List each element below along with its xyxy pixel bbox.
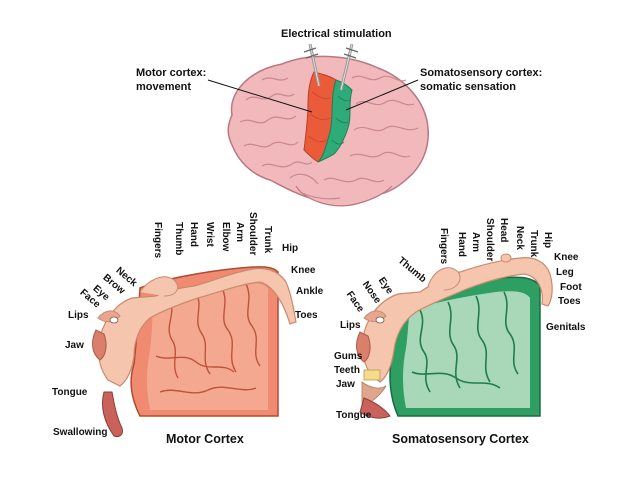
motor-label-ankle: Ankle [296, 286, 324, 297]
somato-label-fingers: Fingers [438, 228, 449, 265]
somatosensory-cortex-callout-line1: Somatosensory cortex: [420, 67, 543, 79]
somato-label-gums: Gums [334, 351, 363, 362]
somato-label-genitals: Genitals [546, 322, 586, 333]
somato-label-foot: Foot [560, 282, 582, 293]
somato-label-neck: Neck [514, 226, 525, 250]
motor-cortex-callout-line2: movement [136, 80, 192, 93]
motor-label-knee: Knee [291, 265, 316, 276]
motor-cortex-callout-line1: Motor cortex: [136, 67, 207, 79]
motor-label-jaw: Jaw [65, 340, 84, 351]
somato-label-tongue: Tongue [336, 410, 372, 421]
brain-illustration [227, 55, 429, 207]
motor-label-tongue: Tongue [52, 387, 88, 398]
electrical-stimulation-label: Electrical stimulation [281, 28, 392, 40]
somatosensory-cortex-callout-line2: somatic sensation [420, 80, 516, 93]
motor-cortex-title: Motor Cortex [166, 432, 244, 446]
somato-label-toes: Toes [558, 296, 581, 307]
somato-label-leg: Leg [556, 267, 574, 278]
leader-lines [207, 79, 419, 113]
motor-label-trunk: Trunk [262, 226, 273, 254]
motor-label-wrist: Wrist [204, 222, 215, 247]
somato-label-hand: Hand [456, 232, 467, 257]
somatosensory-cortex-title: Somatosensory Cortex [392, 432, 529, 446]
somato-label-shoulder: Shoulder [484, 218, 495, 262]
motor-cortex-illustration [92, 266, 297, 437]
motor-label-lips: Lips [68, 310, 89, 321]
motor-label-arm: Arm [234, 222, 245, 243]
motor-label-thumb: Thumb [173, 222, 184, 256]
brain-gyri [239, 75, 419, 200]
somato-label-head: Head [498, 218, 509, 243]
somato-label-teeth: Teeth [334, 365, 360, 376]
motor-label-elbow: Elbow [220, 222, 231, 252]
motor-label-hip: Hip [282, 243, 299, 254]
somato-label-knee: Knee [554, 252, 579, 263]
somato-label-trunk: Trunk [528, 230, 539, 258]
motor-label-toes: Toes [295, 310, 318, 321]
motor-label-swallowing: Swallowing [53, 427, 108, 438]
somato-label-arm: Arm [470, 232, 481, 253]
motor-cortex-callout: Motor cortex: movement [136, 67, 206, 95]
somatosensory-cortex-illustration [356, 253, 553, 419]
electrodes [303, 43, 359, 91]
somato-label-lips: Lips [340, 320, 361, 331]
somato-label-jaw: Jaw [336, 379, 355, 390]
somato-label-hip: Hip [542, 232, 553, 249]
motor-label-shoulder: Shoulder [247, 212, 258, 256]
motor-label-hand: Hand [188, 222, 199, 247]
motor-label-fingers: Fingers [152, 222, 163, 259]
somatosensory-cortex-callout: Somatosensory cortex: somatic sensation [420, 67, 542, 95]
